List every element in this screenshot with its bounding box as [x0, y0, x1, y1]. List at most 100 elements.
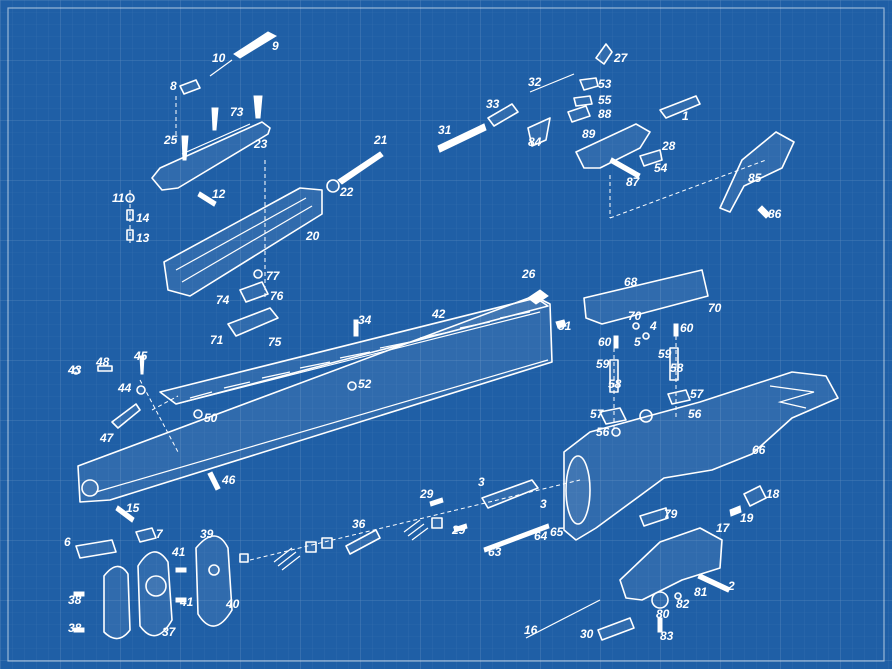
callout: 21 [373, 133, 388, 147]
top-right-assembly [437, 43, 795, 219]
recoil-pad-assembly [73, 527, 233, 640]
callout: 39 [200, 527, 214, 541]
part-85-trigger-guard [719, 131, 795, 213]
part-1 [659, 95, 701, 119]
callout: 38 [68, 621, 82, 635]
part-77 [253, 269, 263, 279]
part-52 [347, 381, 357, 391]
callout: 15 [126, 501, 140, 515]
callout: 37 [162, 625, 177, 639]
callout: 36 [352, 517, 366, 531]
callout: 3 [540, 497, 547, 511]
callout: 70 [708, 301, 722, 315]
callout: 59 [596, 357, 610, 371]
callout: 2 [727, 579, 735, 593]
part-56-right [639, 409, 653, 423]
part-8 [179, 79, 201, 95]
callout: 40 [225, 597, 240, 611]
callout: 18 [766, 487, 780, 501]
part-37-plate [137, 551, 173, 637]
part-21-pin [337, 151, 384, 185]
stock-assembly [563, 269, 839, 541]
callout: 20 [305, 229, 320, 243]
callout: 11 [112, 191, 125, 205]
muzzle [81, 479, 99, 497]
part-15-screw [115, 505, 135, 523]
callout: 50 [204, 411, 218, 425]
callout: 59 [658, 347, 672, 361]
callout: 52 [358, 377, 372, 391]
callout: 75 [268, 335, 282, 349]
callout: 8 [170, 79, 177, 93]
part-82 [674, 592, 682, 600]
part-84 [527, 117, 551, 147]
callout: 57 [590, 407, 605, 421]
callout: 64 [534, 529, 548, 543]
callout: 66 [752, 443, 766, 457]
callout: 45 [133, 349, 148, 363]
callout: 22 [339, 185, 354, 199]
part-26 [527, 289, 549, 305]
callout: 30 [580, 627, 594, 641]
callout: 89 [582, 127, 596, 141]
part-89-hammer-block [575, 123, 651, 169]
callout: 58 [670, 361, 684, 375]
callout: 7 [156, 527, 164, 541]
callout: 16 [524, 623, 538, 637]
callout: 82 [676, 597, 690, 611]
part-83-screw [657, 617, 663, 633]
action-body [619, 527, 723, 601]
callout: 43 [67, 363, 82, 377]
callout: 56 [596, 425, 610, 439]
callout: 81 [694, 585, 708, 599]
callout: 76 [270, 289, 284, 303]
part-22 [326, 179, 340, 193]
callout: 13 [136, 231, 150, 245]
callout: 53 [598, 77, 612, 91]
callout: 32 [528, 75, 542, 89]
callout: 79 [664, 507, 678, 521]
callout: 85 [748, 171, 762, 185]
part-9-pin [233, 31, 278, 59]
part-6 [75, 539, 117, 559]
part-28 [639, 149, 663, 167]
part-33-cylinder [487, 103, 519, 127]
callout: 56 [688, 407, 702, 421]
part-55 [573, 95, 593, 107]
callout: 10 [212, 51, 226, 65]
barrel-assembly [72, 289, 567, 523]
part-48 [97, 365, 113, 372]
callout: 25 [163, 133, 178, 147]
part-30 [597, 617, 635, 641]
callout: 55 [598, 93, 612, 107]
callout: 63 [488, 545, 502, 559]
callout: 23 [253, 137, 268, 151]
callout: 60 [680, 321, 694, 335]
callout: 38 [68, 593, 82, 607]
part-50 [193, 409, 203, 419]
part-43 [72, 367, 80, 375]
part-29-b [453, 523, 468, 533]
part-12-pin [197, 191, 217, 207]
callout: 60 [598, 335, 612, 349]
callout: 4 [649, 319, 657, 333]
callout: 31 [438, 123, 452, 137]
part-63-rod [483, 523, 550, 553]
part-27 [595, 43, 613, 65]
part-53 [579, 77, 599, 91]
part-80 [651, 591, 669, 609]
callout: 29 [451, 523, 466, 537]
callout: 34 [358, 313, 372, 327]
part-68-comb [583, 269, 709, 325]
part-79 [639, 507, 669, 527]
part-57-left [599, 407, 627, 425]
callout: 80 [656, 607, 670, 621]
callout: 42 [431, 307, 446, 321]
part-86-screw [757, 205, 771, 219]
part-71-latch [227, 307, 279, 337]
part-29-a [429, 497, 444, 507]
callout: 33 [486, 97, 500, 111]
callout: 86 [768, 207, 782, 221]
callout: 26 [521, 267, 536, 281]
callout: 58 [608, 377, 622, 391]
